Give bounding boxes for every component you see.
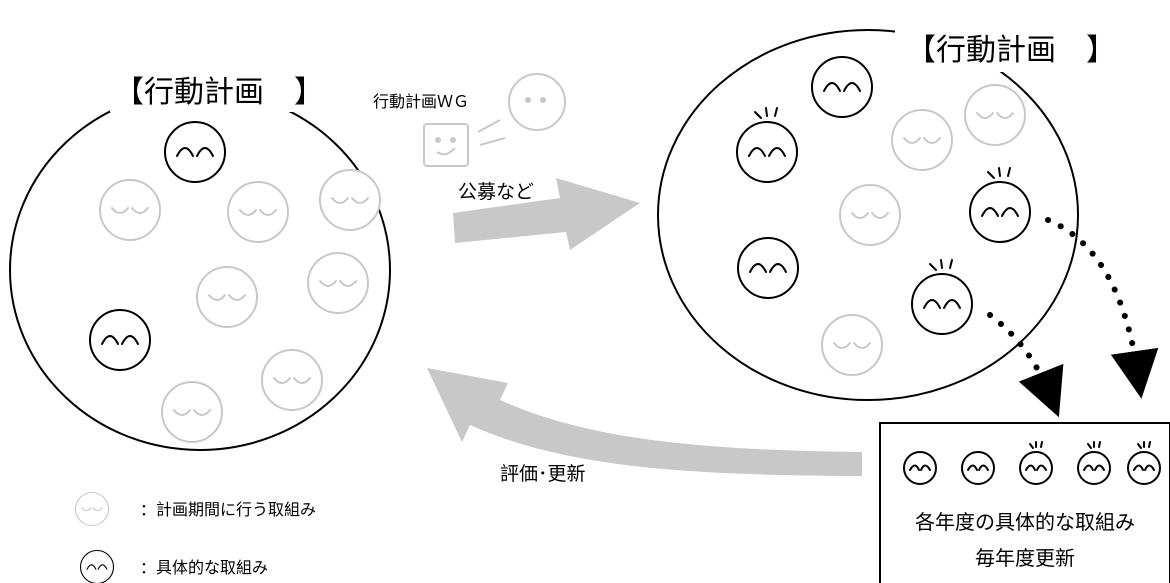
smiling-face-icon xyxy=(164,121,226,183)
wg-label: 行動計画ＷＧ xyxy=(373,92,469,111)
sleeping-face-icon xyxy=(196,266,258,328)
sleeping-face-icon xyxy=(319,169,381,231)
forward-arrow-label: 公募など xyxy=(458,181,534,203)
sleeping-face-icon xyxy=(261,349,323,411)
sleeping-face-icon xyxy=(821,314,883,376)
wg-member-icon xyxy=(423,123,469,167)
forward-arrow: 公募など xyxy=(453,178,640,250)
sleeping-face-icon xyxy=(839,184,901,246)
sleeping-face-icon xyxy=(227,181,289,243)
right-cluster: 【行動計画 】 xyxy=(657,24,1159,418)
wg-group: 行動計画ＷＧ xyxy=(373,73,566,167)
sleeping-face-icon xyxy=(99,179,161,241)
sleeping-face-icon xyxy=(161,381,223,443)
smiling-face-icon xyxy=(737,237,799,299)
smiling-face-icon xyxy=(961,451,995,485)
legend: ：計画期間に行う取組み ：具体的な取組み xyxy=(74,491,316,583)
speech-bubble-icon xyxy=(508,73,566,131)
sleeping-face-icon xyxy=(307,252,369,314)
smiling-face-icon xyxy=(89,309,151,371)
right-cluster-circle xyxy=(657,29,1079,401)
legend-active-label: ：具体的な取組み xyxy=(140,558,268,577)
left-cluster-title: 【行動計画 】 xyxy=(114,75,324,110)
smiling-face-icon xyxy=(79,549,115,583)
excited-face-icon xyxy=(969,167,1031,243)
sleeping-face-icon xyxy=(891,109,953,171)
right-cluster-title: 【行動計画 】 xyxy=(906,33,1116,68)
excited-face-icon xyxy=(736,107,798,183)
smiling-face-icon xyxy=(811,56,873,118)
dotted-arrow xyxy=(987,312,1064,418)
sleeping-face-icon xyxy=(964,84,1026,146)
excited-face-icon xyxy=(911,259,973,335)
result-box-line1: 各年度の具体的な取組み xyxy=(915,510,1135,534)
result-box: 各年度の具体的な取組み 毎年度更新 xyxy=(879,422,1170,583)
legend-planned: ：計画期間に行う取組み xyxy=(74,491,316,527)
smiling-face-icon xyxy=(903,451,937,485)
dotted-arrow xyxy=(1045,217,1159,399)
sleeping-face-icon xyxy=(74,491,110,527)
legend-active: ：具体的な取組み xyxy=(79,549,268,583)
left-cluster: 【行動計画 】 xyxy=(9,70,391,451)
backward-arrow-label: 評価･更新 xyxy=(500,463,586,485)
result-box-line2: 毎年度更新 xyxy=(975,546,1075,570)
legend-planned-label: ：計画期間に行う取組み xyxy=(140,500,316,519)
backward-arrow: 評価･更新 xyxy=(427,368,862,485)
